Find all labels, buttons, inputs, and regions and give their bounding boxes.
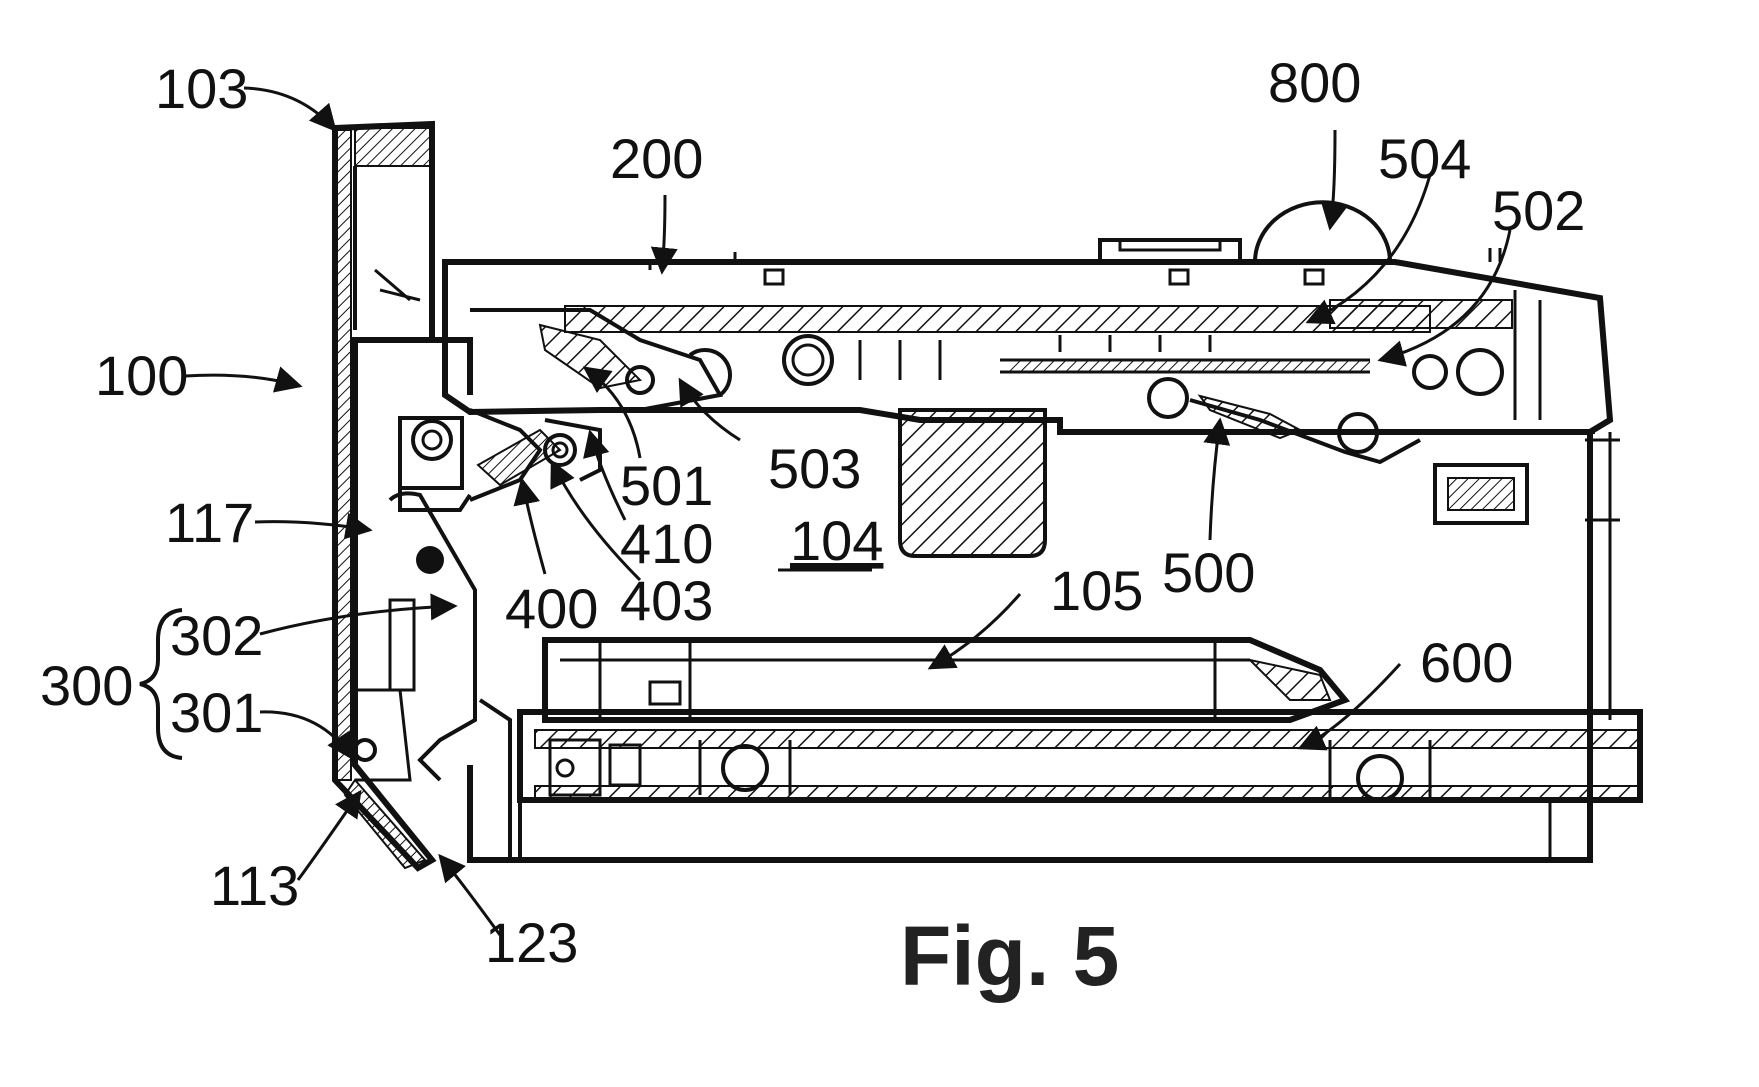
label-113: 113 [210, 854, 299, 917]
label-117: 117 [165, 491, 254, 554]
label-104: 104 [790, 509, 883, 572]
label-800: 800 [1268, 51, 1361, 114]
label-403: 403 [620, 569, 713, 632]
hatched-block [898, 408, 1047, 558]
lower-slide [517, 637, 1643, 860]
label-100: 100 [95, 344, 188, 407]
figure-caption: Fig. 5 [900, 909, 1119, 1003]
label-123: 123 [485, 911, 578, 974]
label-400: 400 [505, 577, 598, 640]
main-housing [432, 337, 1620, 863]
reference-labels: 103 100 117 302 300 301 113 123 200 800 … [40, 51, 1585, 974]
label-503: 503 [768, 437, 861, 500]
label-600: 600 [1420, 631, 1513, 694]
label-410: 410 [620, 512, 713, 575]
label-501: 501 [620, 454, 713, 517]
label-500: 500 [1162, 541, 1255, 604]
label-300: 300 [40, 654, 133, 717]
label-502: 502 [1492, 179, 1585, 242]
label-103: 103 [155, 57, 248, 120]
left-mechanism [388, 408, 602, 860]
label-200: 200 [610, 127, 703, 190]
label-105: 105 [1050, 559, 1143, 622]
leader-lines [184, 86, 1512, 936]
label-302: 302 [170, 604, 263, 667]
label-301: 301 [170, 681, 263, 744]
label-504: 504 [1378, 127, 1471, 190]
brace-300 [139, 608, 183, 760]
